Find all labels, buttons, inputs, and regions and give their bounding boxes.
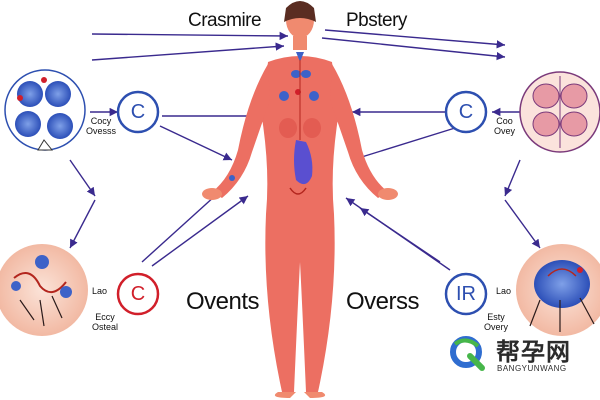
ovary-illustration-bottom-right (516, 244, 600, 336)
torso-legs (262, 56, 338, 392)
left-foot (274, 392, 296, 398)
ovary-illustration-bottom-left (0, 244, 88, 336)
arrow (504, 199, 541, 249)
node-top-right (444, 90, 488, 134)
arrow (91, 42, 285, 61)
node-circles (116, 90, 488, 316)
node-bottom-left (116, 272, 160, 316)
right-hand (378, 188, 398, 200)
node-bottom-right (444, 272, 488, 316)
connector-arrows (69, 29, 541, 271)
node-top-right-letter: C (458, 101, 474, 123)
watermark-en: BANGYUNWANG (497, 364, 567, 373)
right-arm (330, 64, 388, 198)
node-top-left-letter: C (130, 101, 146, 123)
caption-bottom-right-top: Lao (496, 286, 512, 296)
label-ovents: Ovents (186, 288, 260, 315)
watermark-cn: 帮孕网 (496, 339, 571, 366)
caption-line: Esty (487, 312, 505, 322)
caption-line: Osteal (92, 322, 119, 332)
caption-line: Ovesss (86, 126, 117, 136)
node-bottom-left-letter: C (130, 283, 146, 305)
caption-top-right: Coo Ovey (494, 116, 515, 136)
right-foot (304, 392, 326, 398)
internal-organs (229, 52, 319, 195)
human-body-figure (202, 1, 398, 398)
q-logo-icon (450, 336, 485, 371)
caption-bottom-right: Esty Overy (484, 312, 508, 332)
arrow (69, 159, 96, 197)
title-left: Crasmire (188, 10, 262, 31)
tissue-illustration-top-right (519, 71, 600, 153)
node-top-left (116, 90, 160, 134)
right-breast (303, 118, 321, 138)
ovary-illustration-top-left (4, 69, 86, 151)
caption-bottom-left: Eccy Osteal (92, 312, 118, 332)
arrow (324, 29, 506, 49)
arrow (69, 199, 96, 249)
caption-top-left: Cocy Ovesss (86, 116, 116, 136)
caption-line: Coo (496, 116, 513, 126)
arrow (351, 127, 456, 162)
caption-line: Cocy (90, 116, 112, 126)
watermark: 帮孕网 BANGYUNWANG (444, 330, 594, 380)
title-right: Pbstery (346, 10, 407, 31)
arrow (504, 159, 521, 197)
uterus-organ (294, 140, 313, 185)
node-bottom-right-letter: IR (456, 283, 476, 305)
arrow (359, 207, 441, 263)
arrow (151, 195, 249, 267)
arrow (321, 37, 506, 61)
caption-line: Ovey (494, 126, 516, 136)
caption-bottom-left-top: Lao (92, 286, 108, 296)
caption-line: Eccy (95, 312, 115, 322)
neck (293, 36, 307, 50)
hair (284, 1, 316, 22)
arrow (91, 31, 289, 41)
arrow (159, 125, 233, 161)
left-arm (212, 64, 270, 198)
left-breast (279, 118, 297, 138)
caption-line: Overy (484, 322, 509, 332)
left-hand (202, 188, 222, 200)
label-overss: Overss (346, 288, 420, 315)
